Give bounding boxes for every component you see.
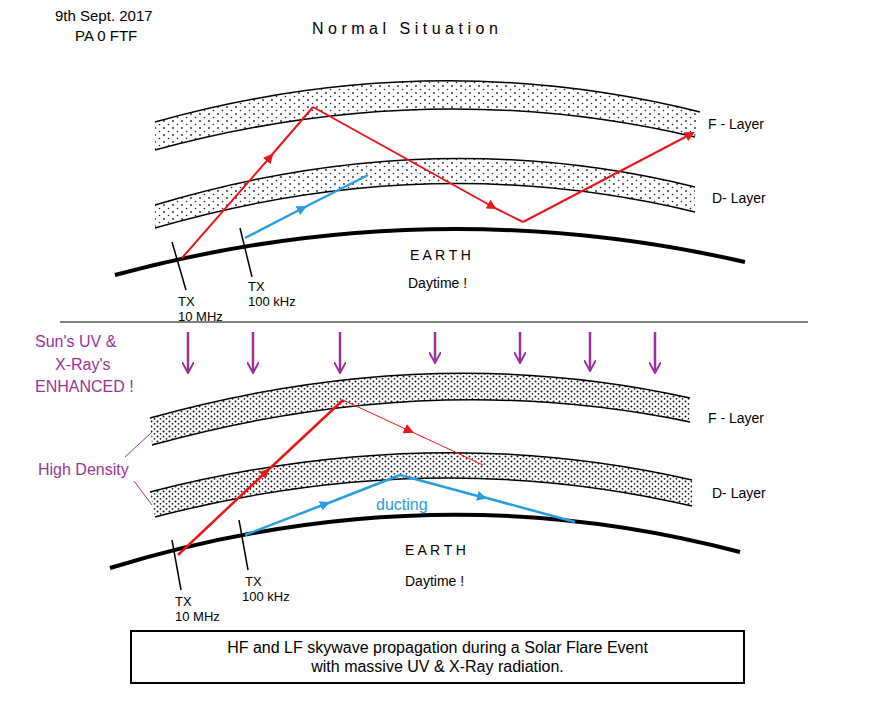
text-label: 10 MHz xyxy=(175,610,220,624)
text-label: F - Layer xyxy=(708,411,764,426)
text-label: TX xyxy=(245,575,262,589)
text-label: D- Layer xyxy=(712,191,766,206)
text-label: Sun's UV & xyxy=(35,333,116,351)
text-label: 9th Sept. 2017 xyxy=(55,8,153,25)
text-label: D- Layer xyxy=(712,486,766,501)
text-label: F - Layer xyxy=(708,117,764,132)
text-label: TX xyxy=(248,280,265,294)
text-label: Daytime ! xyxy=(408,276,467,291)
caption-text: HF and LF skywave propagation during a S… xyxy=(218,638,658,676)
diagram-title: Normal Situation xyxy=(312,20,502,38)
text-label: Daytime ! xyxy=(405,574,464,589)
text-label: PA 0 FTF xyxy=(75,28,137,45)
text-label: High Density xyxy=(38,461,129,479)
text-label: TX xyxy=(175,595,192,609)
text-label: 100 kHz xyxy=(248,295,296,309)
text-label: E A R T H xyxy=(410,248,471,263)
text-label: ENHANCED ! xyxy=(35,378,134,396)
text-label: TX xyxy=(178,295,195,309)
text-label: E A R T H xyxy=(405,543,466,558)
text-label: 100 kHz xyxy=(242,590,290,604)
text-label: 10 MHz xyxy=(178,310,223,324)
text-label: X-Ray's xyxy=(55,356,111,374)
caption-box: HF and LF skywave propagation during a S… xyxy=(130,630,745,684)
text-label: ducting xyxy=(376,496,428,514)
